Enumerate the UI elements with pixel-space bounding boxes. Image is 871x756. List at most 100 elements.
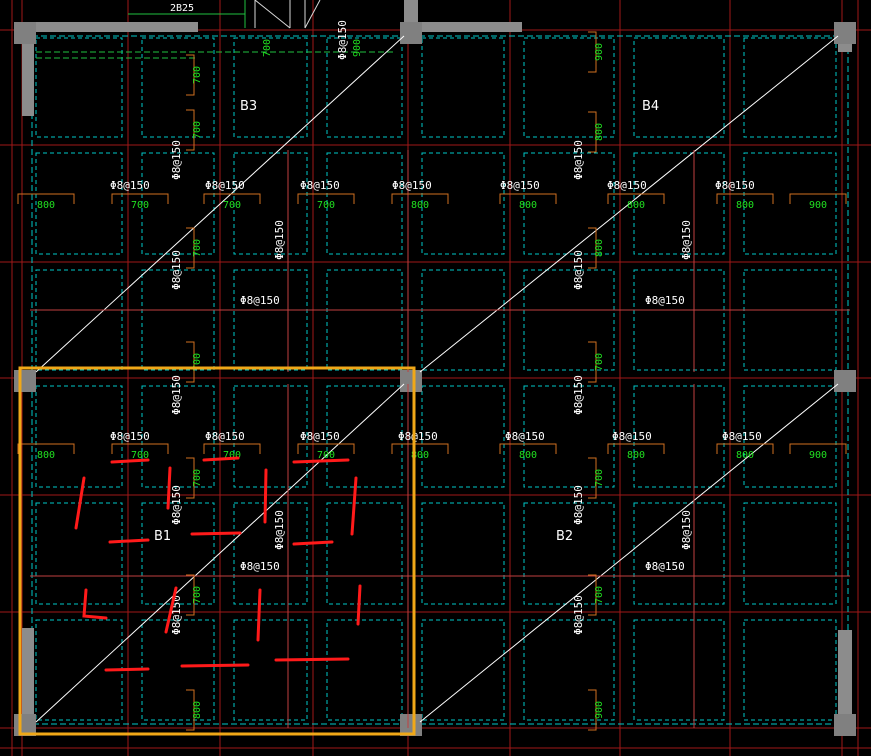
row2-tick	[391, 443, 449, 454]
left-col-tick	[186, 109, 195, 151]
row1-dim: 800	[37, 200, 55, 211]
rebar-label: Φ8@150	[110, 430, 150, 443]
rebar-lines	[30, 35, 850, 728]
markup-stroke-10	[82, 588, 108, 620]
markup-stroke-12	[256, 588, 262, 642]
row1-dim: 900	[809, 200, 827, 211]
row2-dim: 700	[131, 450, 149, 461]
top-dim-0: 700	[262, 39, 273, 57]
left-col-tick	[186, 689, 195, 731]
row2-tick	[789, 443, 847, 454]
rebar-label: Φ8@150	[398, 430, 438, 443]
panel-outline	[326, 152, 403, 255]
markup-stroke-14	[104, 667, 150, 672]
rebar-label-vertical: Φ8@150	[572, 595, 585, 635]
row1-tick	[499, 193, 557, 204]
row2-tick	[499, 443, 557, 454]
panel-outline	[743, 385, 837, 488]
right-col-dim: 700	[594, 586, 605, 604]
markup-stroke-16	[274, 657, 350, 662]
right-col-dim: 800	[594, 123, 605, 141]
column-8	[834, 714, 856, 736]
row2-dim: 800	[37, 450, 55, 461]
row2-tick	[607, 443, 665, 454]
rebar-label: Φ8@150	[110, 179, 150, 192]
column-7	[400, 714, 422, 736]
rebar-label-vertical: Φ8@150	[680, 220, 693, 260]
slab-label-b4: B4	[642, 99, 659, 114]
rebar-label: Φ8@150	[205, 430, 245, 443]
markup-stroke-8	[190, 531, 242, 536]
right-col-dim: 700	[594, 353, 605, 371]
panel-outline	[35, 37, 123, 138]
slab-diagonal-0	[35, 35, 405, 373]
row1-dim: 800	[627, 200, 645, 211]
panel-outline	[743, 619, 837, 721]
rebar-label: Φ8@150	[722, 430, 762, 443]
panel-outline	[633, 619, 725, 721]
row1-tick	[789, 193, 847, 204]
markup-stroke-11	[164, 586, 178, 634]
left-col-dim: 700	[192, 121, 203, 139]
rebar-label: Φ8@150	[300, 430, 340, 443]
panel-outline	[633, 37, 725, 138]
right-col-dim: 900	[594, 701, 605, 719]
row2-dim: 800	[519, 450, 537, 461]
beam-top-left	[20, 22, 198, 32]
beam-right-bottom	[838, 630, 852, 730]
left-col-dim: 700	[192, 239, 203, 257]
panel-outline	[326, 37, 403, 138]
panel-outline	[523, 502, 615, 605]
rebar-label: Φ8@150	[392, 179, 432, 192]
right-col-tick	[588, 689, 597, 731]
panel-outline	[233, 619, 308, 721]
rebar-label-vertical: Φ8@150	[170, 250, 183, 290]
column-1	[400, 22, 422, 44]
row1-tick	[716, 193, 774, 204]
slab-diagonal-2	[35, 383, 405, 723]
right-col-dim: 700	[594, 469, 605, 487]
slab-label-b3: B3	[240, 99, 257, 114]
right-col-tick	[588, 31, 597, 73]
dimension-ticks	[17, 31, 847, 731]
markup-stroke-7	[108, 538, 150, 544]
rebar-label-vertical: Φ8@150	[273, 510, 286, 550]
panel-outline	[326, 619, 403, 721]
row1-dim: 700	[317, 200, 335, 211]
rebar-label-vertical: Φ8@150	[273, 220, 286, 260]
left-col-dim: 700	[192, 66, 203, 84]
row2-tick	[297, 443, 355, 454]
panel-outline	[523, 619, 615, 721]
dashed-panel-outlines	[31, 35, 849, 725]
panel-outline	[141, 152, 215, 255]
panel-outline	[141, 37, 215, 138]
panel-outline	[523, 269, 615, 371]
markup-stroke-9	[292, 540, 334, 546]
markup-stroke-5	[292, 458, 350, 464]
panel-outline	[35, 269, 123, 371]
left-col-tick	[186, 457, 195, 499]
rebar-label: Φ8@150	[715, 179, 755, 192]
rebar-label-vertical: Φ8@150	[572, 375, 585, 415]
selection-highlight-box[interactable]	[18, 366, 416, 736]
row2-dim: 900	[809, 450, 827, 461]
panel-outline	[141, 385, 215, 488]
panel-outline	[35, 385, 123, 488]
top-tag-text: 2B25	[170, 3, 194, 14]
panel-outline	[743, 152, 837, 255]
panel-outline	[633, 152, 725, 255]
row2-dim: 800	[411, 450, 429, 461]
row2-tick	[17, 443, 75, 454]
row1-tick	[607, 193, 665, 204]
slab-diagonal-3	[419, 383, 839, 723]
row2-tick	[111, 443, 169, 454]
rebar-label-vertical: Φ8@150	[336, 20, 349, 60]
row1-dim: 700	[131, 200, 149, 211]
left-col-tick	[186, 227, 195, 269]
row1-dim: 800	[736, 200, 754, 211]
rebar-label: Φ8@150	[240, 294, 280, 307]
right-col-dim: 800	[594, 239, 605, 257]
markup-stroke-2	[166, 466, 172, 510]
